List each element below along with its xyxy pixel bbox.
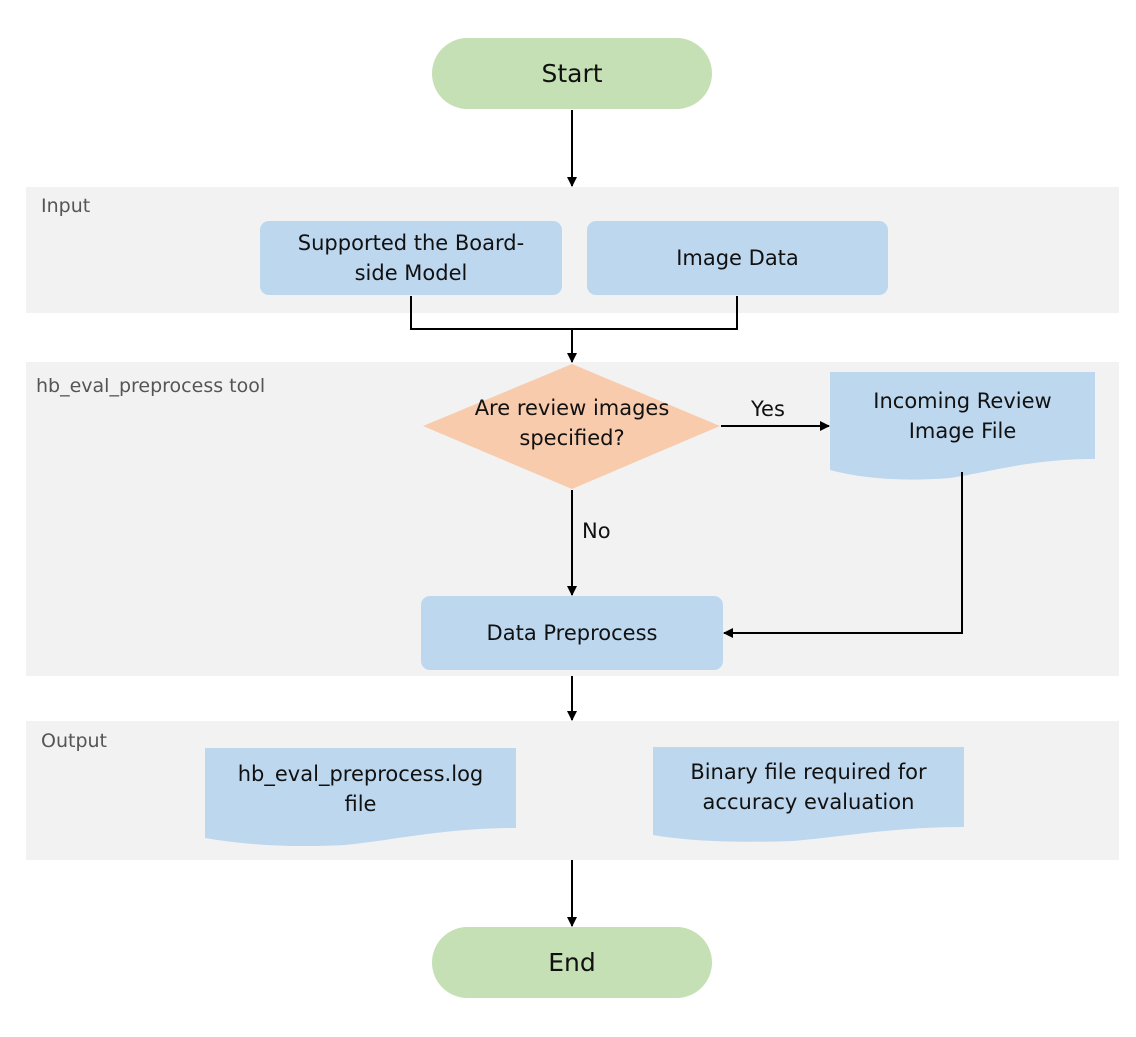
binary-file-label: Binary file required for accuracy evalua…: [690, 760, 927, 814]
review-file-label: Incoming Review Image File: [873, 389, 1052, 443]
binary-file-node: Binary file required for accuracy evalua…: [653, 747, 964, 843]
log-file-label: hb_eval_preprocess.log file: [237, 762, 484, 816]
document-shape: [653, 747, 964, 842]
input-lane-label: Input: [41, 195, 91, 217]
tool-lane-label: hb_eval_preprocess tool: [36, 375, 266, 397]
data-preprocess-node: Data Preprocess: [421, 596, 723, 670]
no-edge-label: No: [582, 519, 611, 543]
image-data-node: Image Data: [587, 221, 888, 295]
start-node: Start: [432, 38, 712, 109]
output-lane-label: Output: [41, 730, 107, 752]
decision-label: Are review images specified?: [474, 396, 670, 450]
log-file-node: hb_eval_preprocess.log file: [205, 748, 516, 848]
document-shape: [830, 372, 1095, 480]
end-node: End: [432, 927, 712, 998]
yes-edge-label: Yes: [751, 397, 785, 421]
board-model-node: Supported the Board-side Model: [260, 221, 562, 295]
input-lane: [26, 187, 1119, 313]
document-shape: [205, 748, 516, 847]
review-file-node: Incoming Review Image File: [830, 372, 1095, 482]
